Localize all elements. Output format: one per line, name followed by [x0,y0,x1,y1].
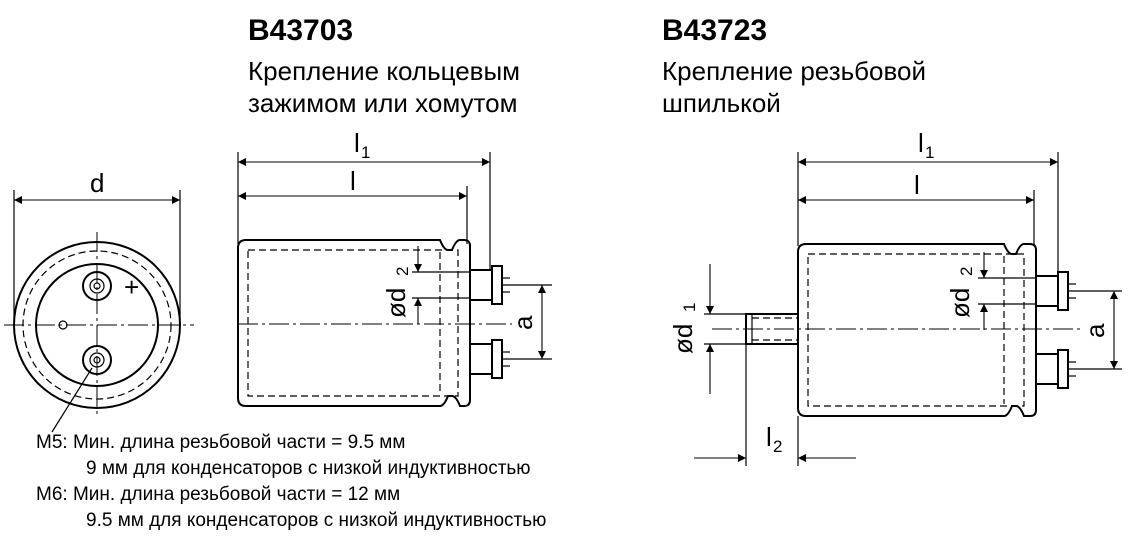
negative-terminal-inner [89,352,105,368]
upper-terminal-base-right-view [1035,275,1059,307]
upper-terminal-nut [491,265,503,305]
od1-subscript: 1 [680,303,699,312]
d-label: d [90,168,104,198]
l1-subscript: 1 [361,143,370,162]
m6-note-line2: 9.5 мм для конденсаторов с низкой индукт… [86,510,546,531]
side-view-b43703: l 1 l ød 2 a [237,128,552,407]
vent-marker [58,320,68,330]
end-view: d + [4,168,194,433]
a-label: a [508,315,538,330]
left-model-subtitle-line1: Крепление кольцевым [248,56,520,86]
l2-subscript: 2 [773,437,782,456]
lower-terminal-base [469,343,493,375]
m6-note-line1: M6: Мин. длина резьбовой части = 12 мм [36,484,400,505]
positive-terminal-core [93,282,101,290]
right-model-subtitle-line1: Крепление резьбовой [662,56,926,86]
can-body-hidden-line-right-view [807,253,1025,407]
l2-label: l [766,422,772,452]
l-label-right-view: l [914,170,920,200]
can-body-hidden-line [247,249,459,397]
right-model-title: B43723 [662,14,767,47]
od2-label-right-view: ød [945,288,975,318]
negative-terminal-core [93,356,101,364]
lower-terminal-nut-right-view [1057,349,1069,389]
lower-terminal-base-right-view [1035,353,1059,385]
a-label-right-view: a [1080,323,1110,338]
l1-label-right-view: l [918,128,924,158]
negative-terminal [82,345,112,375]
l1-subscript-right-view: 1 [925,143,934,162]
left-model-title: B43703 [248,14,353,47]
od2-label: ød [381,288,411,318]
od2-subscript: 2 [393,267,412,276]
right-model-subtitle-line2: шпилькой [662,88,781,118]
can-body-outline [237,239,471,407]
upper-terminal-base [469,269,493,301]
left-model-subtitle-line2: зажимом или хомутом [248,88,517,118]
upper-terminal-nut-right-view [1057,271,1069,311]
plus-sign: + [124,272,139,302]
od2-subscript-right-view: 2 [957,267,976,276]
terminal-leader-line [51,367,93,433]
m5-note-line1: M5: Мин. длина резьбовой части = 9.5 мм [36,432,405,453]
positive-terminal [82,271,112,301]
lower-terminal-nut [491,339,503,379]
side-view-b43723: l 1 l ød 2 a [668,128,1122,466]
m5-note-line2: 9 мм для конденсаторов с низкой индуктив… [86,458,531,479]
l1-label: l [354,128,360,158]
positive-terminal-inner [89,278,105,294]
can-body-outline-right-view [797,243,1037,417]
l-label: l [350,166,356,196]
od1-label: ød [668,324,698,354]
